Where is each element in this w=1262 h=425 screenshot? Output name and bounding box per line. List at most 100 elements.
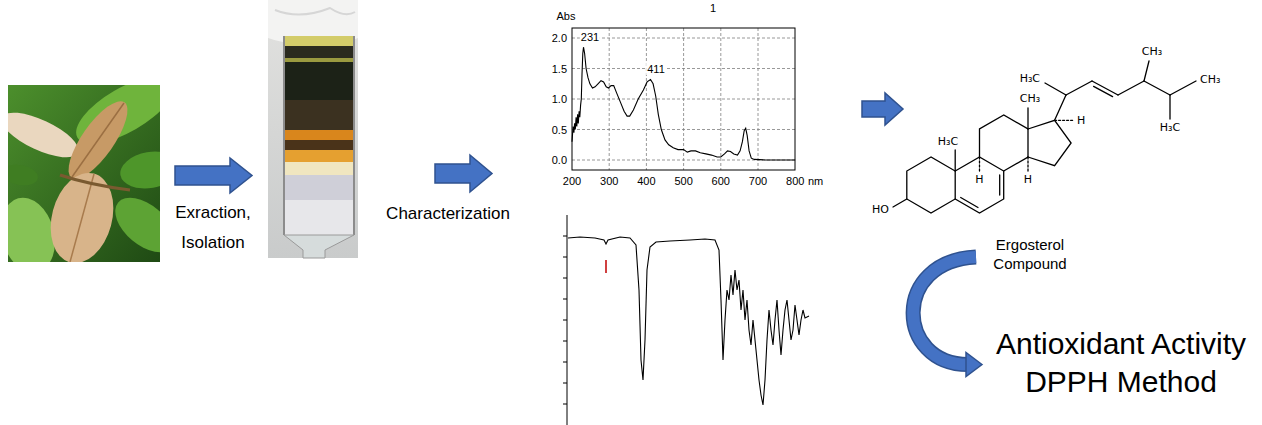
step-label: Exraction, Isolation xyxy=(164,198,262,258)
ergosterol-structure-part xyxy=(1045,83,1066,95)
column-photo-part xyxy=(268,0,358,258)
tick-label: 400 xyxy=(636,175,656,187)
column-photo-part xyxy=(284,235,354,258)
ir-spectrum-part-part xyxy=(563,257,567,258)
ergosterol-structure-part xyxy=(955,157,1004,213)
uv-spectrum-part xyxy=(572,28,795,170)
leaf-photo-part xyxy=(70,174,94,262)
compound-caption: Ergosterol Compound xyxy=(980,236,1080,278)
atom-label: CH₃ xyxy=(1141,46,1163,58)
uv-spectrum-part-part xyxy=(572,129,795,130)
column-photo-part xyxy=(284,175,354,200)
column-photo-part xyxy=(353,36,355,235)
axis-unit: nm xyxy=(807,175,824,187)
tick-label: 2.0 xyxy=(551,32,568,44)
ir-spectrum-part-part xyxy=(563,362,567,363)
tick-label: 1.5 xyxy=(551,62,568,74)
ergosterol-structure-part xyxy=(1055,120,1073,121)
uv-spectrum-part xyxy=(572,47,795,160)
atom-label: H₃C xyxy=(1159,122,1181,134)
process-arrow-part xyxy=(862,93,903,125)
column-photo-part xyxy=(284,58,354,62)
uv-spectrum xyxy=(572,28,795,170)
tick-label: 700 xyxy=(748,175,768,187)
tick-label: 200 xyxy=(562,175,582,187)
ergosterol-structure-part xyxy=(907,157,955,213)
tick-label: 600 xyxy=(711,175,731,187)
leaf-photo-part xyxy=(59,93,138,187)
activity-title-text: Antioxidant Activity DPPH Method xyxy=(985,325,1257,400)
peak-label: 231 xyxy=(580,31,600,43)
ergosterol-structure-part xyxy=(1027,108,1028,129)
ergosterol-structure-part xyxy=(979,157,980,172)
tick-label: 1.0 xyxy=(551,93,568,105)
arrow-outline xyxy=(913,257,976,365)
step-label: Characterization xyxy=(385,205,511,224)
atom-label: H xyxy=(1023,174,1033,186)
column-photo-part xyxy=(284,200,354,235)
column-photo xyxy=(268,0,358,258)
atom-label: H xyxy=(974,174,984,186)
ergosterol-structure-part xyxy=(1170,81,1196,95)
leaf-photo-part xyxy=(117,147,160,193)
leaf-photo-part xyxy=(105,187,160,262)
ergosterol-structure-part xyxy=(1055,95,1066,120)
uv-spectrum-part-part xyxy=(572,99,795,100)
process-arrow-part xyxy=(435,155,492,192)
atom-label: H xyxy=(1076,115,1086,127)
leaf-photo-part xyxy=(72,103,124,177)
leaf-photo-part xyxy=(8,162,39,188)
arrow-body xyxy=(913,257,976,365)
ergosterol-structure-part xyxy=(955,150,956,171)
leaf-photo-part xyxy=(60,175,130,190)
ergosterol-structure-part xyxy=(1144,81,1170,95)
compound-caption-text: Ergosterol Compound xyxy=(980,236,1080,274)
ergosterol-structure-part xyxy=(1066,81,1092,95)
leaf-photo xyxy=(8,85,160,262)
column-photo-part xyxy=(284,46,354,58)
ir-spectrum-part-part xyxy=(563,341,567,342)
atom-label: H₃C xyxy=(1019,73,1041,85)
ergosterol-structure-part xyxy=(893,199,907,207)
column-photo-part xyxy=(283,36,285,235)
ergosterol-structure-part xyxy=(1027,157,1028,172)
arrow-head xyxy=(966,353,982,377)
uv-spectrum-part-part xyxy=(720,28,721,170)
ir-spectrum-part-part xyxy=(563,404,567,405)
process-arrow xyxy=(175,93,903,193)
ergosterol-structure-part xyxy=(999,175,1000,195)
process-arrow-part xyxy=(175,158,252,193)
ergosterol-structure-part xyxy=(1028,120,1071,165)
uv-spectrum-part xyxy=(572,28,795,170)
uv-spectrum-part-part xyxy=(646,28,647,170)
ir-spectrum-part-part xyxy=(563,278,567,279)
tick-label: 800 xyxy=(785,175,805,187)
tick-label: 0.0 xyxy=(551,154,568,166)
column-photo-part xyxy=(284,36,354,46)
column-photo-part xyxy=(284,130,354,140)
ergosterol-structure-part xyxy=(1144,61,1149,81)
column-photo-part xyxy=(284,62,354,100)
tick-label: 0.5 xyxy=(551,123,568,135)
ir-spectrum-part xyxy=(568,237,809,405)
column-photo-part xyxy=(284,140,354,150)
column-photo-part xyxy=(275,8,355,15)
ergosterol-structure-part xyxy=(1094,86,1113,96)
axis-title: Abs xyxy=(556,10,577,22)
curved-arrow xyxy=(913,257,982,377)
ergosterol-structure-part xyxy=(961,198,978,208)
atom-label: CH₃ xyxy=(1019,93,1041,105)
ergosterol-structure-part xyxy=(980,115,1029,171)
ergosterol-structure xyxy=(893,61,1196,213)
peak-label: 411 xyxy=(646,63,666,75)
ir-spectrum-part xyxy=(605,260,607,273)
ir-spectrum xyxy=(563,215,809,425)
uv-spectrum-part-part xyxy=(572,38,795,39)
tick-label: 300 xyxy=(599,175,619,187)
ir-spectrum-part-part xyxy=(563,236,567,237)
ir-spectrum-part-part xyxy=(563,299,567,300)
column-photo-part xyxy=(284,162,354,175)
uv-spectrum-part-part xyxy=(572,68,795,69)
chart-title: 1 xyxy=(709,2,717,14)
ir-spectrum-part-part xyxy=(563,383,567,384)
